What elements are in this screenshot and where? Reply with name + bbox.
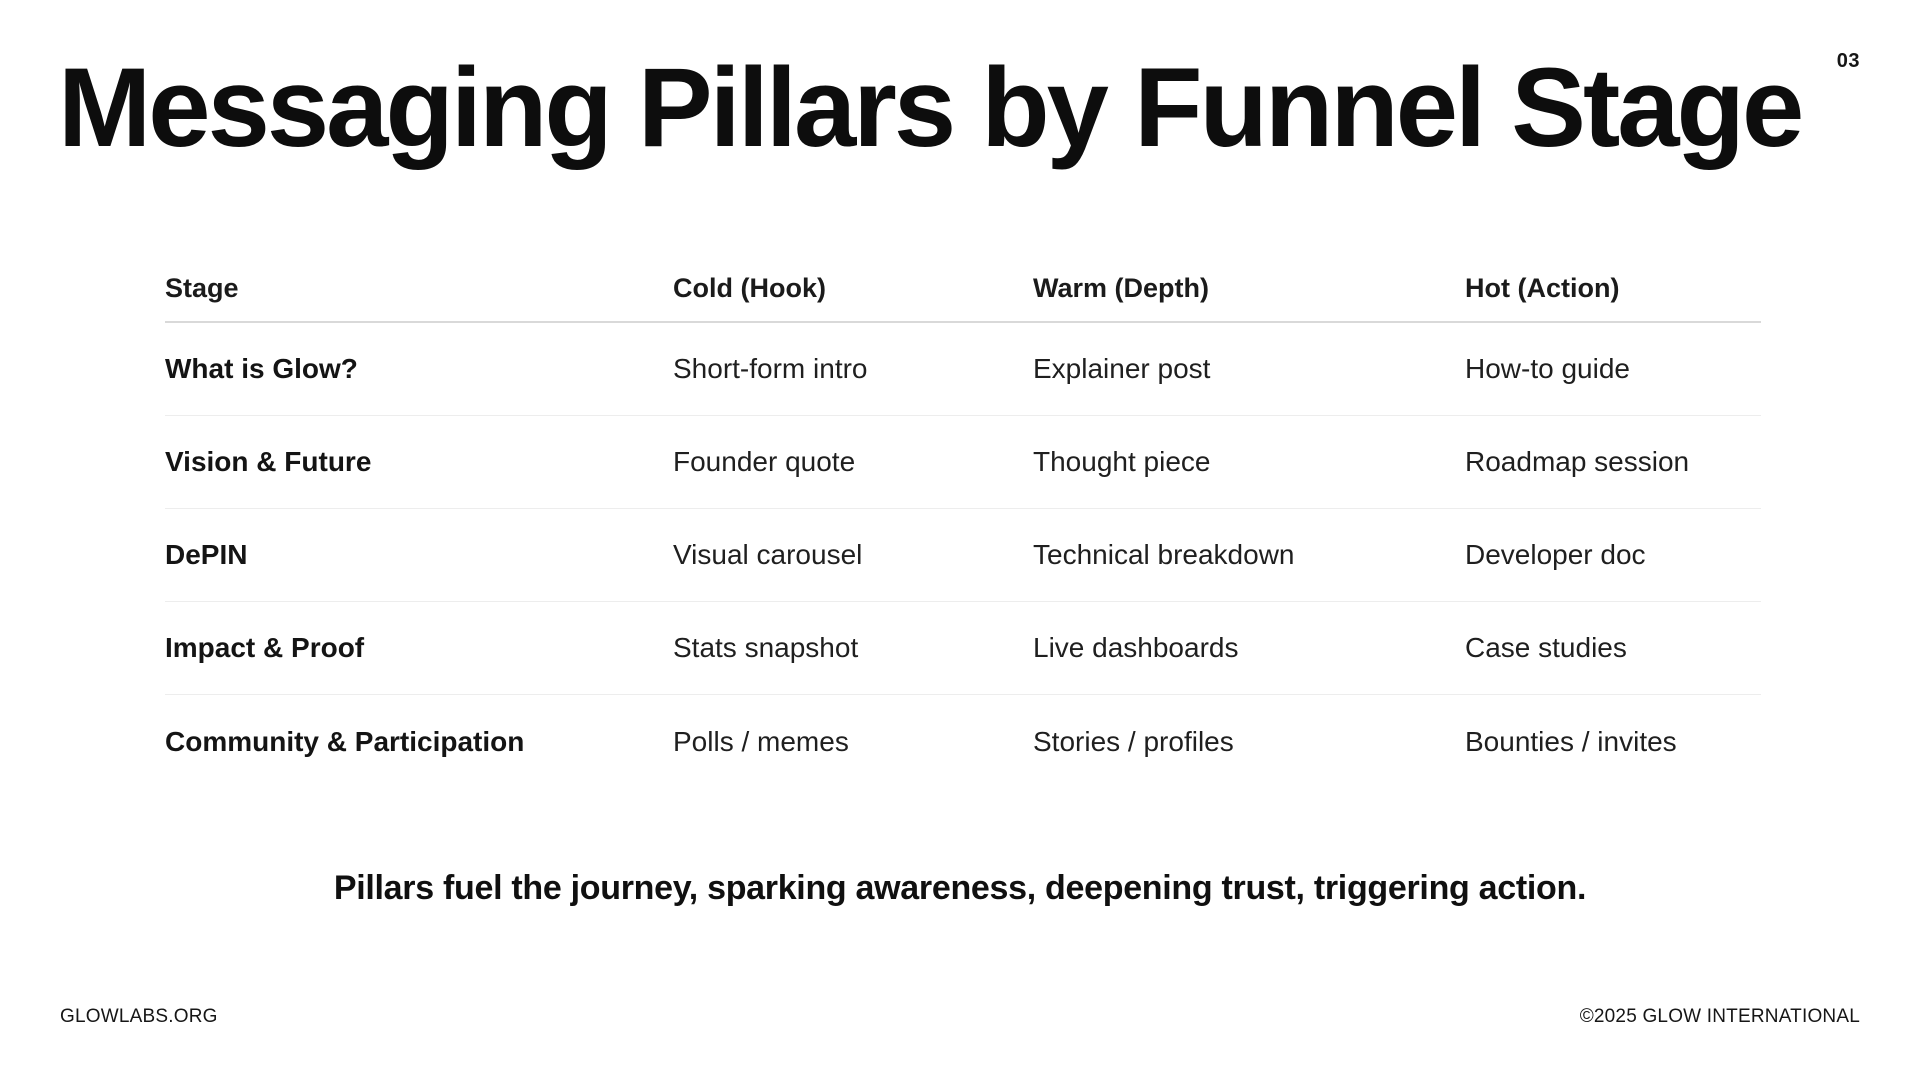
warm-cell: Stories / profiles xyxy=(1033,725,1234,757)
table-row: Community & Participation Polls / memes … xyxy=(165,695,1761,788)
column-header-stage: Stage xyxy=(165,272,239,303)
messaging-pillars-table: Stage Cold (Hook) Warm (Depth) Hot (Acti… xyxy=(165,255,1761,788)
stage-cell: What is Glow? xyxy=(165,353,358,384)
table-row: Impact & Proof Stats snapshot Live dashb… xyxy=(165,602,1761,695)
column-header-cold-hook: Cold (Hook) xyxy=(673,272,826,303)
stage-cell: Impact & Proof xyxy=(165,632,365,663)
hot-cell: How-to guide xyxy=(1465,353,1630,384)
warm-cell: Technical breakdown xyxy=(1033,539,1295,570)
column-header-hot-action: Hot (Action) xyxy=(1465,272,1620,303)
table-row: What is Glow? Short-form intro Explainer… xyxy=(165,323,1761,416)
hot-cell: Case studies xyxy=(1465,632,1627,663)
page-number: 03 xyxy=(1836,50,1860,72)
warm-cell: Live dashboards xyxy=(1033,632,1239,663)
warm-cell: Thought piece xyxy=(1033,446,1211,477)
footer-copyright: ©2025 GLOW INTERNATIONAL xyxy=(1579,1006,1860,1027)
column-header-warm-depth: Warm (Depth) xyxy=(1033,272,1209,303)
table-row: Vision & Future Founder quote Thought pi… xyxy=(165,416,1761,509)
cold-cell: Stats snapshot xyxy=(673,632,859,663)
stage-cell: Community & Participation xyxy=(165,725,525,757)
table-row: DePIN Visual carousel Technical breakdow… xyxy=(165,509,1761,602)
table-header-row: Stage Cold (Hook) Warm (Depth) Hot (Acti… xyxy=(165,255,1761,323)
tagline: Pillars fuel the journey, sparking aware… xyxy=(333,869,1587,907)
cold-cell: Short-form intro xyxy=(673,353,868,384)
cold-cell: Founder quote xyxy=(673,446,856,477)
hot-cell: Bounties / invites xyxy=(1465,725,1677,757)
hot-cell: Roadmap session xyxy=(1465,446,1690,477)
footer-site-url: GLOWLABS.ORG xyxy=(60,1006,218,1027)
warm-cell: Explainer post xyxy=(1033,353,1211,384)
stage-cell: Vision & Future xyxy=(165,446,372,477)
stage-cell: DePIN xyxy=(165,539,248,570)
hot-cell: Developer doc xyxy=(1465,539,1646,570)
cold-cell: Polls / memes xyxy=(673,725,849,757)
cold-cell: Visual carousel xyxy=(673,539,863,570)
slide-title: Messaging Pillars by Funnel Stage xyxy=(58,45,1804,170)
